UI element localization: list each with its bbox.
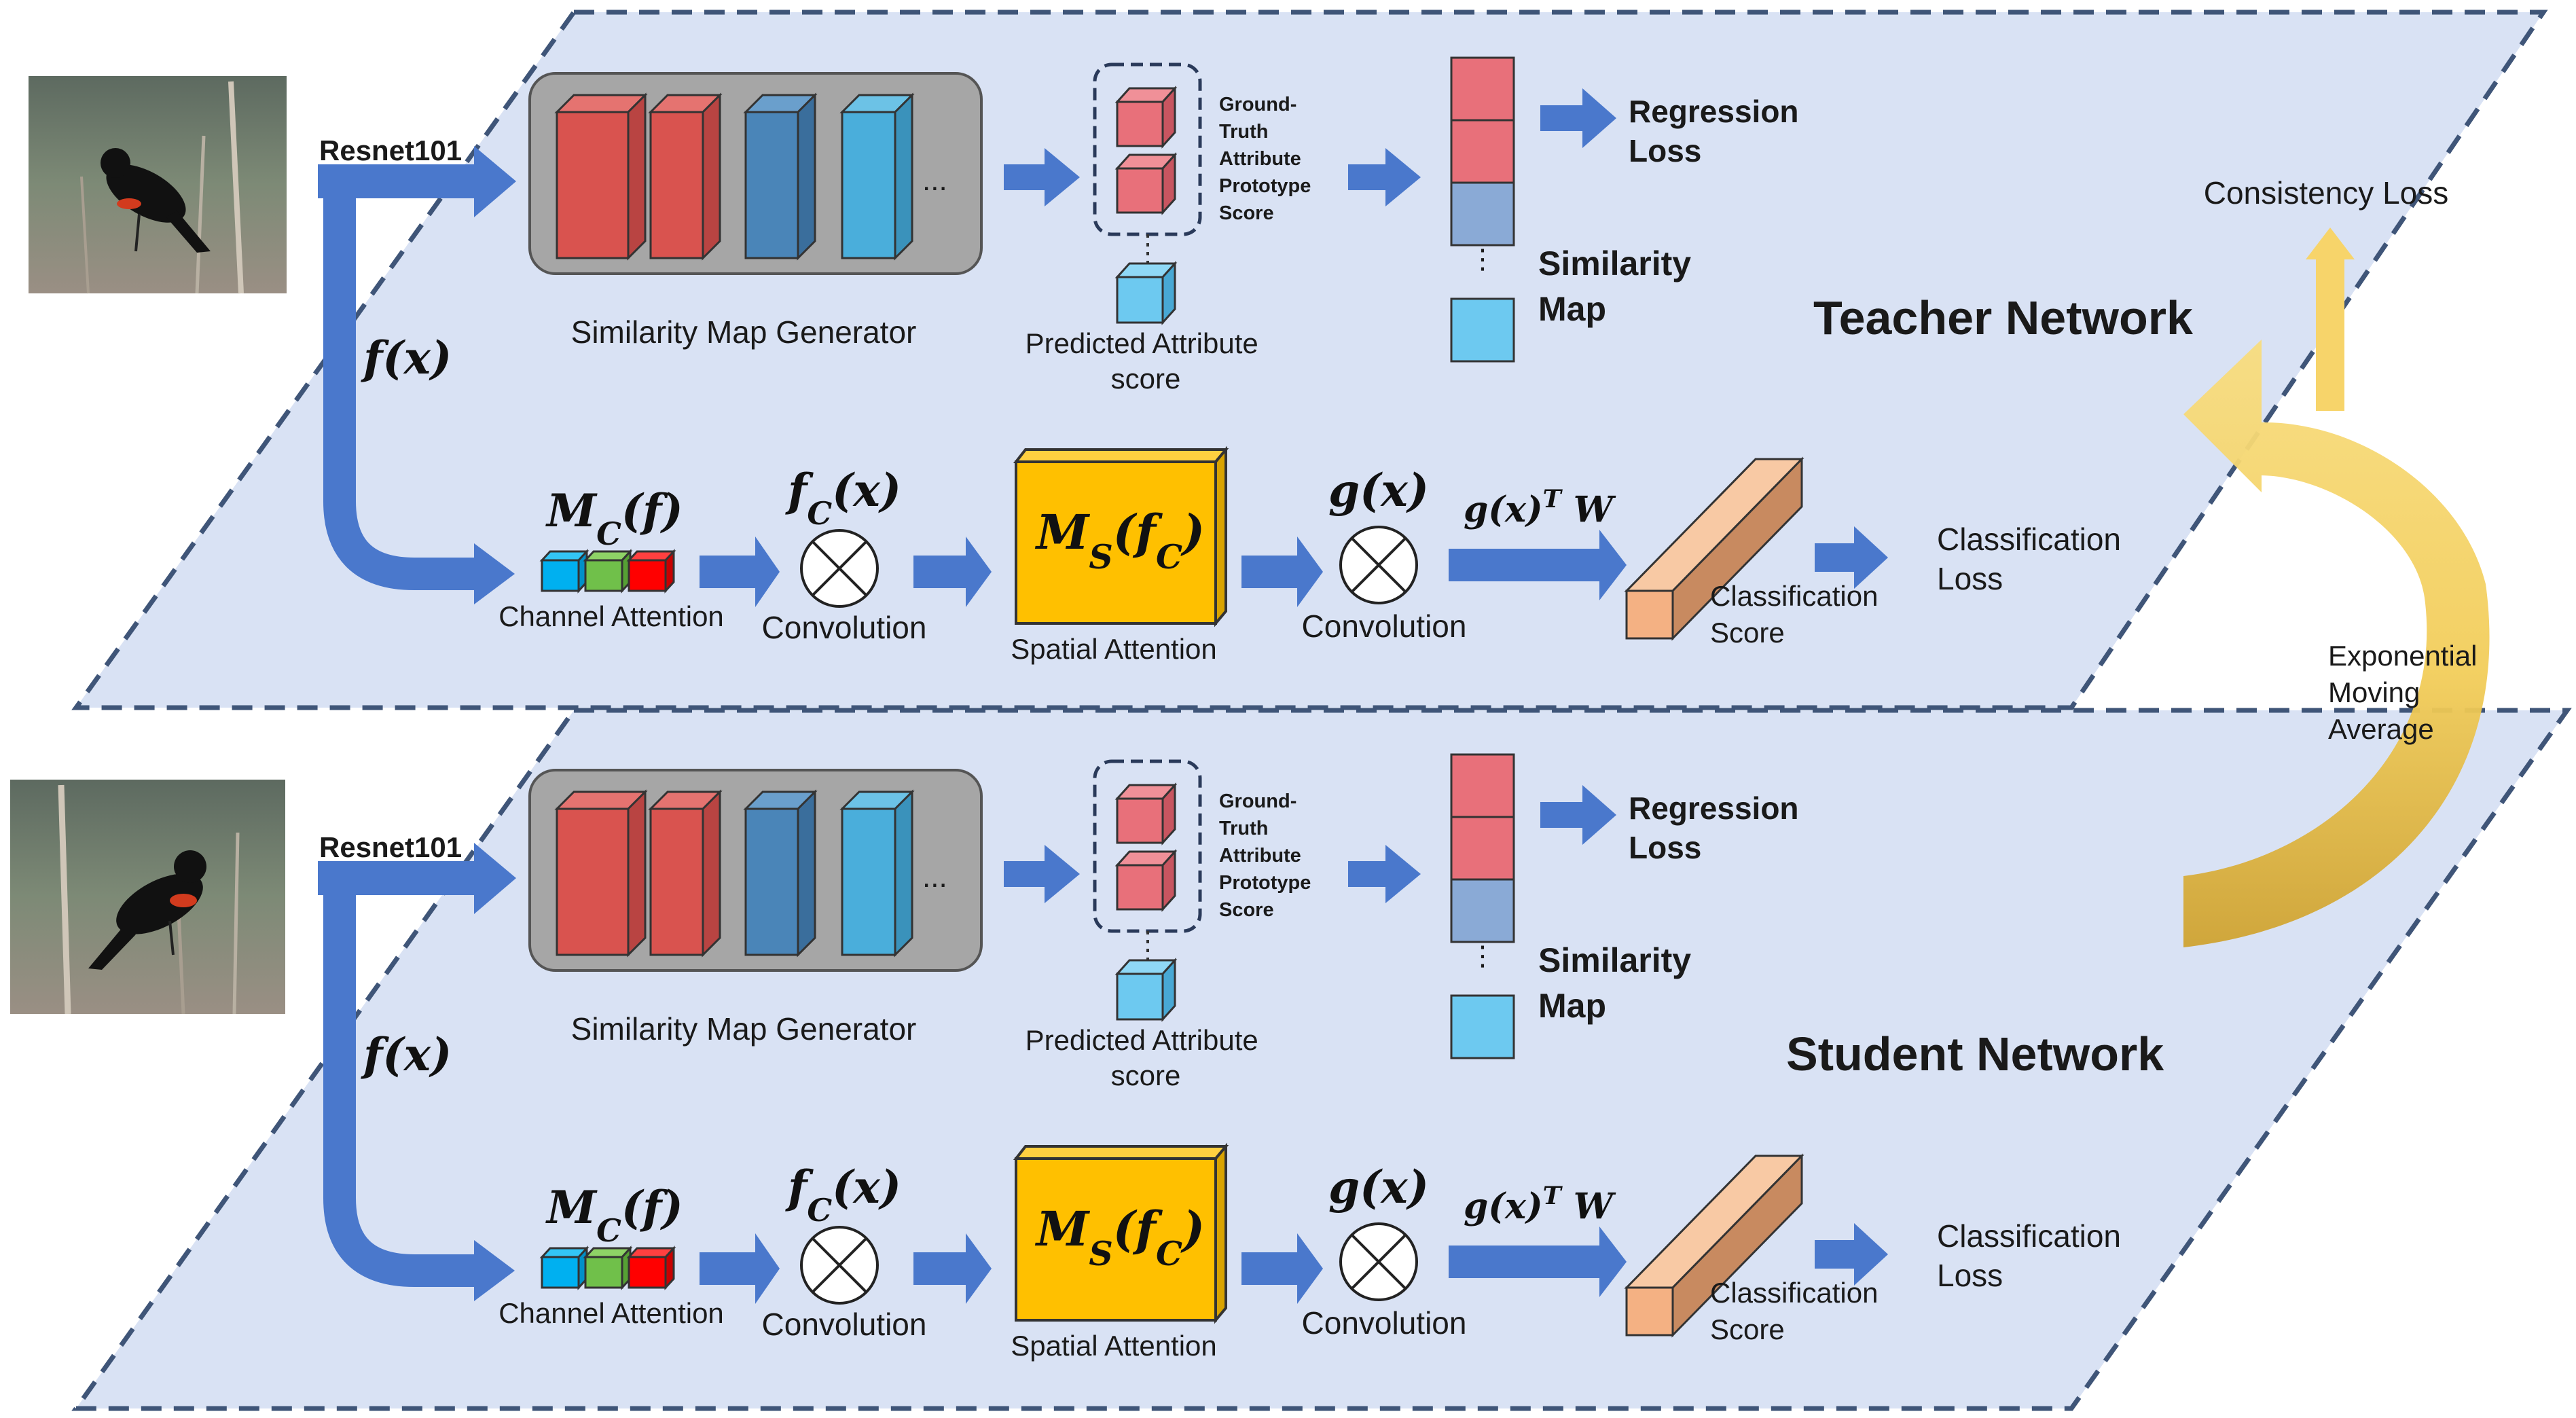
generator-label: Similarity Map Generator — [571, 314, 917, 350]
bird-photo — [10, 780, 285, 1015]
arrow — [1348, 845, 1421, 903]
gxtw-label: g(x)T W — [1464, 1181, 1616, 1228]
gxtw-label: g(x)T W — [1464, 484, 1616, 531]
teacher-network: Resnet101 f(x) — [29, 10, 2548, 710]
ground-truth-cube — [1114, 782, 1178, 846]
spatial-attention-block — [1013, 1142, 1229, 1324]
gx-label: g(x) — [1328, 1161, 1429, 1214]
arrow — [1241, 1233, 1323, 1304]
arrow — [1241, 537, 1323, 607]
ground-truth-cube — [1114, 849, 1178, 912]
classification-loss-label: Classification Loss — [1937, 1218, 2130, 1293]
arrow — [1348, 148, 1421, 206]
classification-score-bar — [1624, 1153, 1804, 1338]
similarity-map-label: Similarity Map — [1538, 244, 1701, 328]
attribute-score-box — [1093, 759, 1202, 1022]
arrow — [913, 537, 992, 607]
feature-cube — [839, 92, 915, 261]
mc-label: MC(f) — [545, 1181, 683, 1249]
fc-label: fC(x) — [785, 1161, 901, 1229]
convolution-operator — [1339, 526, 1418, 604]
channel-attention-label: Channel Attention — [498, 1297, 724, 1329]
arrow — [700, 537, 780, 607]
predicted-cube — [1114, 261, 1178, 325]
student-network: Resnet101 f(x) — [10, 708, 2572, 1411]
ellipsis: ... — [922, 164, 947, 197]
convolution-operator — [1339, 1222, 1418, 1301]
ground-truth-label: Ground- Truth Attribute Prototype Score — [1219, 790, 1316, 921]
predicted-attribute-label: Predicted Attribute score — [1026, 327, 1267, 395]
feature-cube — [648, 92, 723, 261]
ground-truth-label: Ground- Truth Attribute Prototype Score — [1219, 94, 1316, 224]
ellipsis: ... — [922, 860, 947, 894]
backbone-arrow — [318, 146, 516, 604]
convolution-label: Convolution — [1302, 608, 1467, 644]
fx-label: f(x) — [361, 331, 452, 384]
ema-label: Exponential Moving Average — [2328, 640, 2485, 745]
arrow — [1449, 1226, 1627, 1297]
backbone-arrow — [318, 843, 516, 1301]
arrow — [913, 1233, 992, 1304]
convolution-label: Convolution — [1302, 1305, 1467, 1341]
bird-photo — [29, 76, 287, 294]
feature-cube — [554, 92, 648, 261]
convolution-label: Convolution — [762, 1307, 927, 1342]
svg-text:⋮: ⋮ — [1469, 244, 1496, 274]
feature-cube — [743, 92, 818, 261]
arrow — [1815, 526, 1888, 589]
arrow — [1540, 785, 1616, 845]
ms-label: MS(fC) — [1035, 1201, 1205, 1273]
similarity-map-column: ⋮ — [1450, 753, 1515, 1059]
gx-label: g(x) — [1328, 464, 1429, 517]
classification-score-bar — [1624, 456, 1804, 641]
ground-truth-cube — [1114, 152, 1178, 215]
attribute-score-box — [1093, 62, 1202, 325]
predicted-attribute-label: Predicted Attribute score — [1026, 1024, 1267, 1091]
network-title: Student Network — [1786, 1028, 2164, 1080]
fx-label: f(x) — [361, 1028, 452, 1081]
arrow — [1004, 148, 1080, 206]
convolution-label: Convolution — [762, 610, 927, 645]
network-title: Teacher Network — [1813, 291, 2193, 344]
arrow — [1449, 530, 1627, 600]
regression-loss-label: Regression Loss — [1629, 94, 1807, 168]
classification-score-label: Classification Score — [1710, 580, 1886, 649]
backbone-label: Resnet101 — [319, 134, 462, 166]
convolution-operator — [800, 1226, 879, 1305]
arrow — [1815, 1223, 1888, 1286]
regression-loss-label: Regression Loss — [1629, 790, 1807, 865]
feature-cube — [839, 789, 915, 958]
channel-attention-block — [539, 1246, 676, 1290]
similarity-map-column: ⋮ — [1450, 56, 1515, 363]
ground-truth-cube — [1114, 86, 1178, 149]
feature-cube — [743, 789, 818, 958]
ms-label: MS(fC) — [1035, 504, 1205, 577]
classification-loss-label: Classification Loss — [1937, 522, 2130, 596]
arrow — [1540, 88, 1616, 148]
spatial-attention-block — [1013, 446, 1229, 628]
spatial-attention-label: Spatial Attention — [1011, 1330, 1217, 1362]
channel-attention-label: Channel Attention — [498, 600, 724, 632]
predicted-cube — [1114, 958, 1178, 1022]
arrow — [700, 1233, 780, 1304]
arrow — [1004, 845, 1080, 903]
similarity-map-generator: ... — [528, 72, 983, 275]
consistency-arrow — [2306, 228, 2355, 411]
similarity-map-generator: ... — [528, 769, 983, 972]
feature-cube — [648, 789, 723, 958]
consistency-loss-label: Consistency Loss — [2204, 175, 2449, 211]
ema-arrow — [2183, 340, 2490, 947]
similarity-map-label: Similarity Map — [1538, 941, 1701, 1025]
spatial-attention-label: Spatial Attention — [1011, 633, 1217, 665]
generator-label: Similarity Map Generator — [571, 1011, 917, 1047]
convolution-operator — [800, 529, 879, 608]
channel-attention-block — [539, 549, 676, 594]
svg-text:⋮: ⋮ — [1469, 941, 1496, 971]
mc-label: MC(f) — [545, 484, 683, 552]
feature-cube — [554, 789, 648, 958]
backbone-label: Resnet101 — [319, 831, 462, 863]
classification-score-label: Classification Score — [1710, 1277, 1886, 1345]
